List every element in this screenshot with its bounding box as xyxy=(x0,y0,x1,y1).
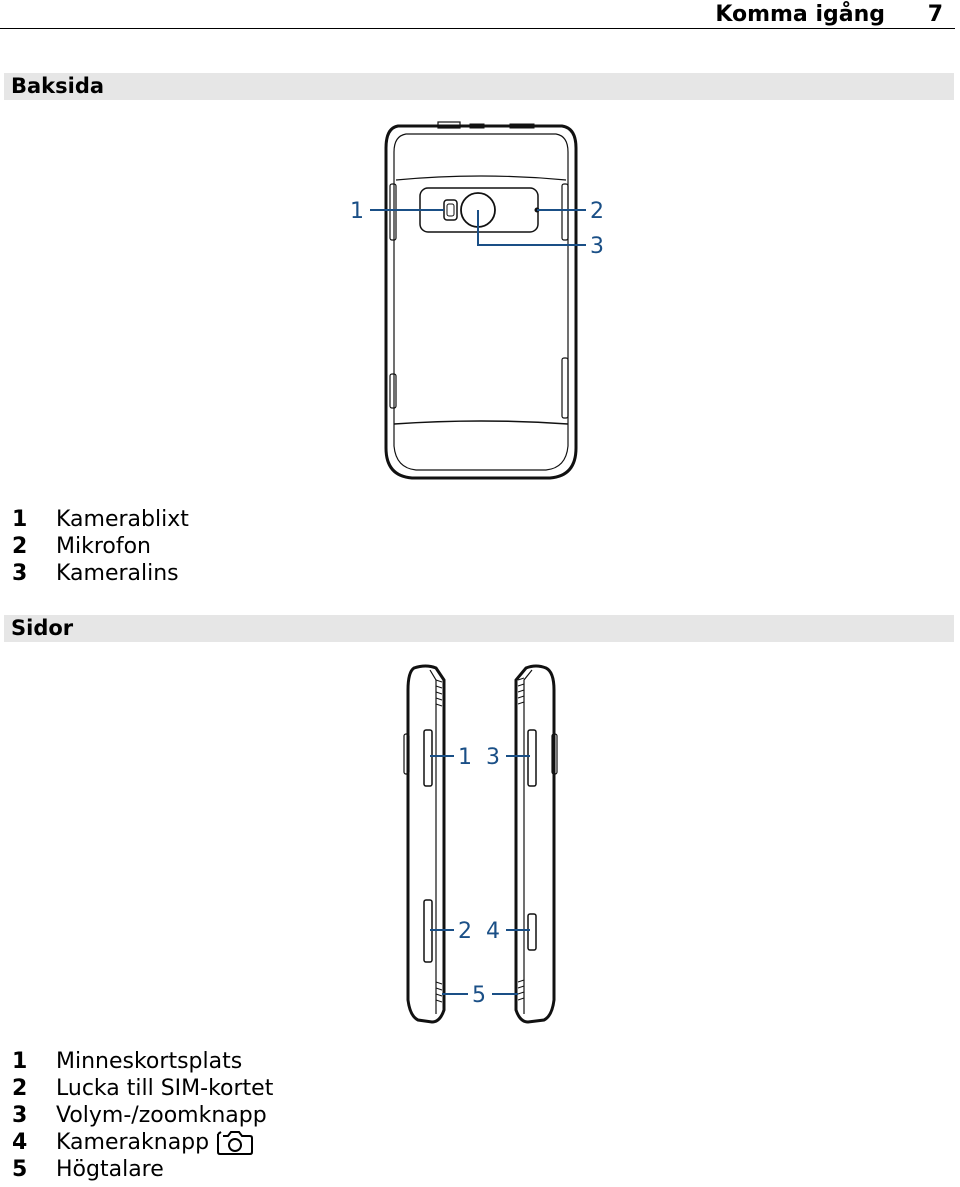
legend-number: 5 xyxy=(12,1157,28,1182)
legend-label: Högtalare xyxy=(56,1157,164,1182)
legend-label: Mikrofon xyxy=(56,534,152,559)
camera-icon xyxy=(217,1130,254,1155)
chapter-title: Komma igång xyxy=(715,2,885,27)
side-callout-3: 3 xyxy=(486,745,500,770)
legend-item: 4 Kameraknapp xyxy=(12,1129,273,1156)
section-title-sides: Sidor xyxy=(11,616,74,640)
legend-label: Kameraknapp xyxy=(56,1130,210,1155)
legend-label: Volym-/zoomknapp xyxy=(56,1103,267,1128)
legend-number: 1 xyxy=(12,507,28,532)
back-callout-3: 3 xyxy=(590,234,604,259)
side-callout-5: 5 xyxy=(472,983,486,1008)
legend-item: 2 Mikrofon xyxy=(12,533,189,560)
side-callout-1: 1 xyxy=(458,745,472,770)
legend-number: 1 xyxy=(12,1049,28,1074)
legend-label: Lucka till SIM-kortet xyxy=(56,1076,274,1101)
legend-number: 4 xyxy=(12,1130,28,1155)
phone-sides-illustration: 1 3 2 4 5 xyxy=(403,664,558,1024)
legend-item: 3 Kameralins xyxy=(12,560,189,587)
legend-item: 1 Minneskortsplats xyxy=(12,1048,273,1075)
legend-number: 2 xyxy=(12,1076,28,1101)
legend-item: 5 Högtalare xyxy=(12,1156,273,1183)
back-callout-1: 1 xyxy=(350,199,364,224)
legend-label: Kameralins xyxy=(56,561,179,586)
legend-number: 3 xyxy=(12,1103,28,1128)
back-callout-2: 2 xyxy=(590,199,604,224)
page-header: Komma igång 7 xyxy=(0,0,955,29)
legend-item: 3 Volym-/zoomknapp xyxy=(12,1102,273,1129)
section-heading-sides: Sidor xyxy=(4,615,954,642)
section-heading-back: Baksida xyxy=(4,73,954,100)
legend-item: 1 Kamerablixt xyxy=(12,506,189,533)
phone-back-illustration: 1 2 3 xyxy=(350,121,604,480)
page-number: 7 xyxy=(927,2,943,27)
legend-label: Minneskortsplats xyxy=(56,1049,243,1074)
side-callout-4: 4 xyxy=(486,919,500,944)
back-legend: 1 Kamerablixt 2 Mikrofon 3 Kameralins xyxy=(12,506,189,587)
legend-number: 3 xyxy=(12,561,28,586)
legend-label: Kamerablixt xyxy=(56,507,189,532)
section-title-back: Baksida xyxy=(11,74,105,98)
legend-number: 2 xyxy=(12,534,28,559)
legend-item: 2 Lucka till SIM-kortet xyxy=(12,1075,273,1102)
sides-legend: 1 Minneskortsplats 2 Lucka till SIM-kort… xyxy=(12,1048,273,1183)
side-callout-2: 2 xyxy=(458,919,472,944)
